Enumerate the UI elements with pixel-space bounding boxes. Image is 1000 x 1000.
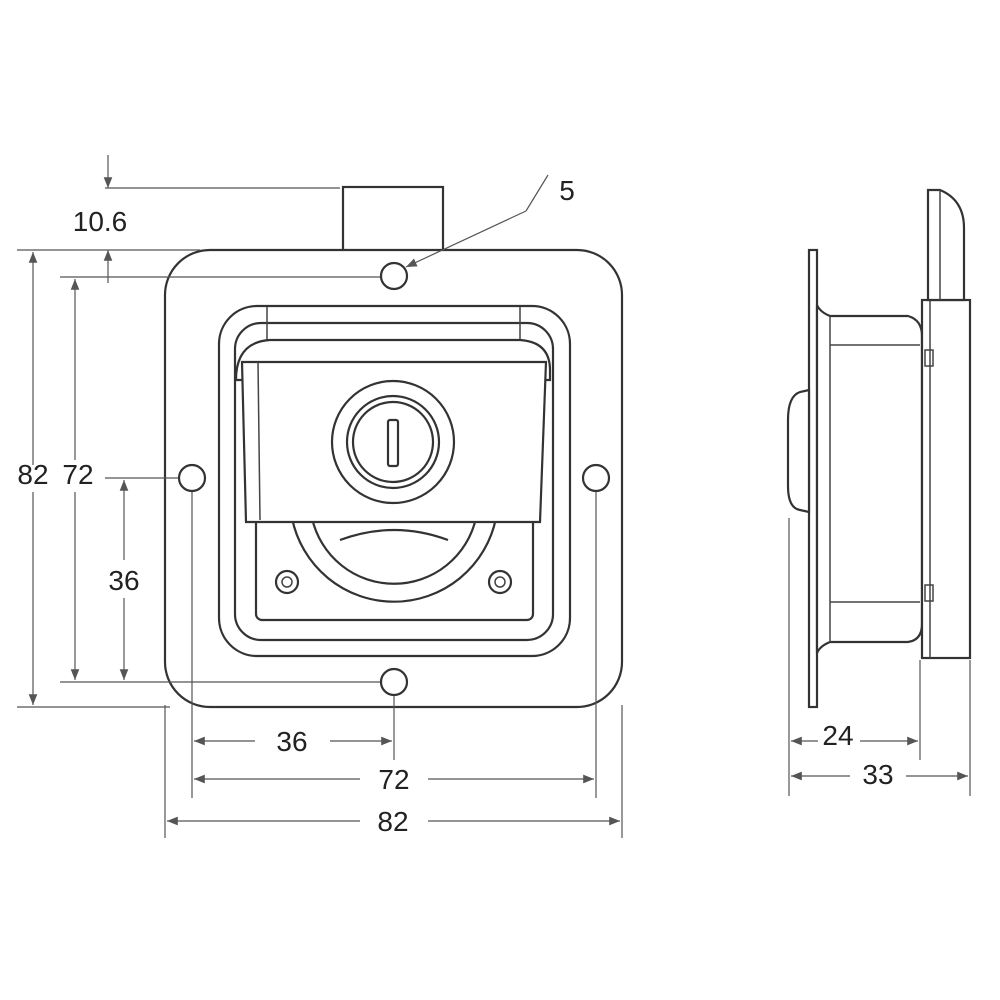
dim-side-depth-overall: 33 [862, 759, 893, 790]
cam-arc-outer [290, 517, 498, 603]
dim-front-height-half: 36 [108, 565, 139, 596]
dim-side-depth-body: 24 [822, 720, 853, 751]
lock-cylinder-outer [330, 379, 456, 505]
dim-front-width-holes: 72 [378, 764, 409, 795]
rivet-right-core [494, 576, 506, 588]
side-dimensions: 24 33 [788, 518, 971, 796]
side-pan-body [815, 304, 924, 654]
side-pivot-bottom [924, 584, 934, 602]
handle-fold-line [257, 361, 261, 521]
rivet-left-core [281, 576, 293, 588]
side-face-plate [920, 298, 972, 660]
dim-front-width-half: 36 [276, 726, 307, 757]
top-tab [341, 185, 445, 253]
side-view [786, 188, 972, 709]
mounting-hole-left [177, 463, 207, 493]
cam-arc-inner [310, 517, 478, 585]
pan-inner-ring [233, 321, 555, 642]
mounting-hole-top [379, 261, 409, 291]
side-pivot-top [924, 349, 934, 367]
side-flange [807, 248, 819, 709]
side-handle-top [926, 188, 966, 302]
pan-groove-top [266, 307, 521, 340]
front-dimensions: 10.6 5 82 72 36 36 72 [17, 155, 623, 838]
lock-cylinder-mid [345, 394, 441, 490]
dim-front-height-overall: 82 [17, 459, 48, 490]
dim-tab-offset: 10.6 [73, 206, 128, 237]
key-slot [386, 418, 400, 468]
mounting-hole-right [581, 463, 611, 493]
rivet-right [487, 569, 513, 595]
side-key-bump [786, 388, 811, 514]
rivet-left [274, 569, 300, 595]
front-view [163, 185, 624, 709]
pan-outer-ring [217, 304, 572, 658]
dim-hole-size: 5 [559, 175, 575, 206]
cam-hub [339, 528, 449, 542]
lock-cylinder-inner [351, 400, 435, 484]
dim-front-height-holes: 72 [62, 459, 93, 490]
mounting-hole-bottom [379, 667, 409, 697]
dim-front-width-overall: 82 [377, 806, 408, 837]
